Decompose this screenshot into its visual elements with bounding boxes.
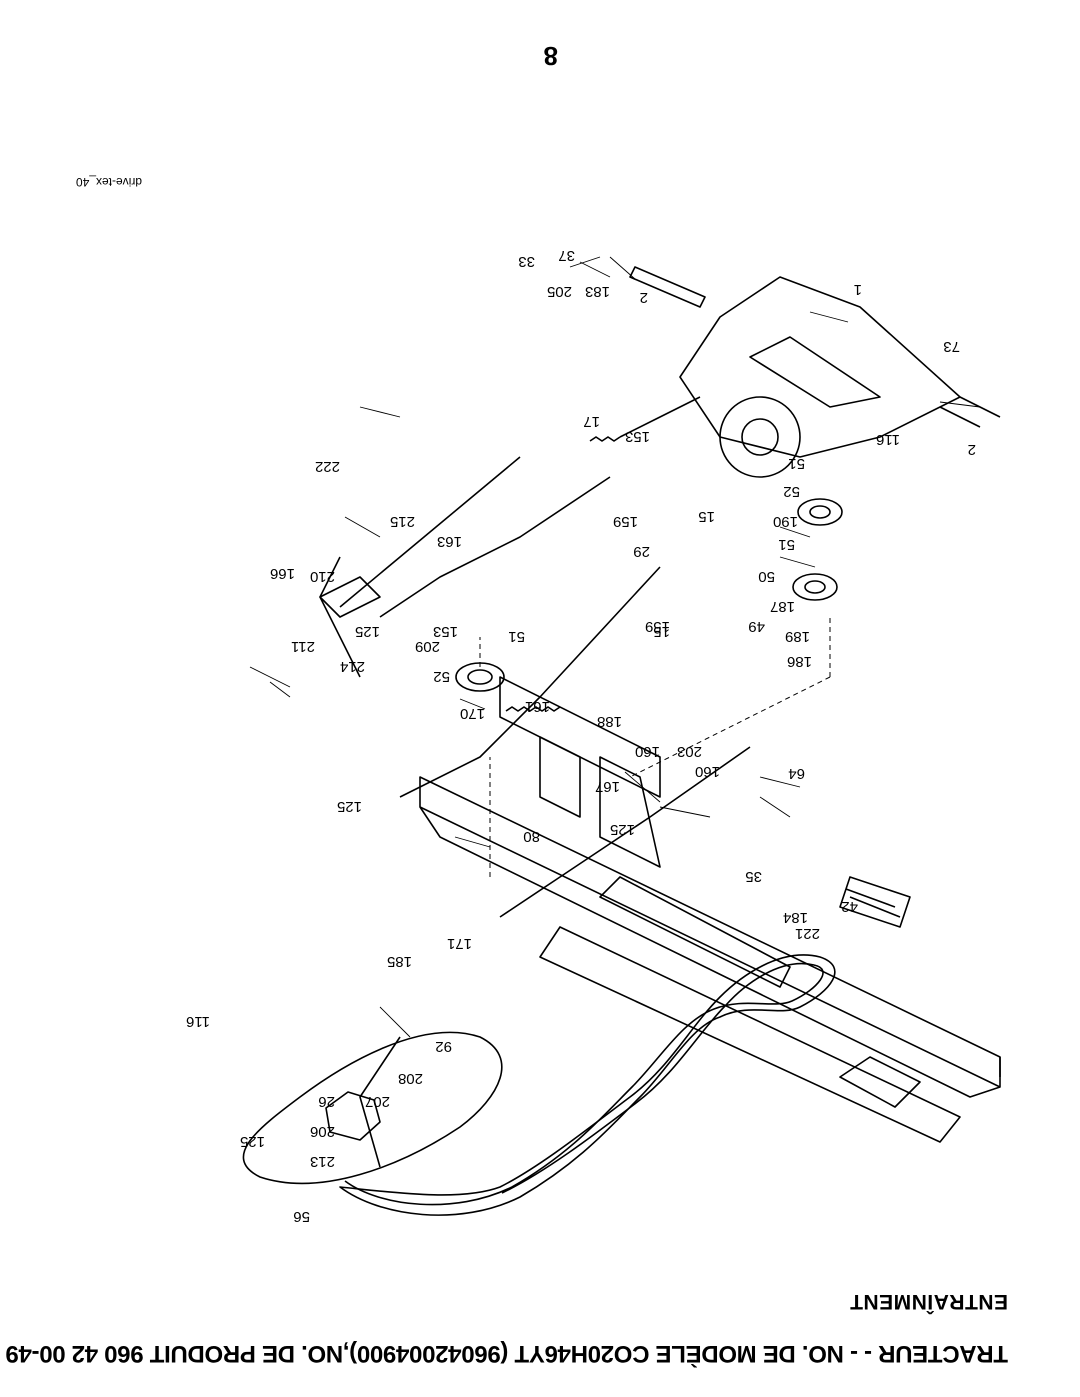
page-number: 8 [543, 41, 558, 71]
callout-label: 26 [318, 1093, 335, 1110]
callout-label: 17 [583, 413, 600, 430]
callout-label: 161 [525, 698, 550, 715]
callout-label: 213 [310, 1153, 335, 1170]
callout-label: 35 [745, 868, 762, 885]
spring [505, 706, 561, 712]
callout-label: 64 [788, 765, 805, 782]
callout-label: 37 [558, 247, 575, 264]
callout-label: 160 [695, 763, 720, 780]
callout-labels: 1 2 2 15 15 17 26 29 33 35 37 42 49 50 5… [186, 247, 976, 1225]
callout-label: 205 [547, 283, 572, 300]
drive-belt [339, 954, 836, 1216]
callout-label: 183 [585, 283, 610, 300]
callout-label: 210 [310, 568, 335, 585]
callout-label: 51 [788, 455, 805, 472]
callout-label: 52 [783, 483, 800, 500]
callout-label: 160 [635, 743, 660, 760]
handle-grip [839, 876, 911, 928]
callout-label: 208 [398, 1070, 423, 1087]
callout-label: 15 [698, 508, 715, 525]
callout-label: 215 [390, 513, 415, 530]
callout-label: 116 [186, 1013, 210, 1030]
transmission-housing [679, 276, 961, 458]
callout-label: 163 [437, 533, 462, 550]
callout-label: 52 [433, 668, 450, 685]
brake-rod [399, 566, 661, 798]
idler-pulley [797, 498, 843, 526]
axle-shaft [629, 266, 706, 308]
callout-label: 42 [841, 898, 858, 915]
callout-label: 1 [854, 281, 862, 298]
callout-label: 153 [625, 428, 650, 445]
callout-label: 49 [748, 618, 765, 635]
callout-label: 92 [435, 1038, 452, 1055]
callout-label: 186 [787, 653, 812, 670]
callout-label: 221 [795, 925, 820, 942]
shift-lever [319, 556, 361, 678]
callout-label: 167 [595, 778, 620, 795]
callout-label: 214 [340, 658, 365, 675]
callout-label: 188 [597, 713, 622, 730]
idler-pulley [455, 662, 505, 692]
callout-label: 125 [610, 821, 635, 838]
callout-label: 203 [677, 743, 702, 760]
callout-label: 125 [355, 623, 380, 640]
callout-label: 2 [640, 289, 648, 306]
callout-label: 159 [645, 618, 670, 635]
figure-id: drive-tex_40 [75, 175, 142, 189]
callout-label: 15 [653, 623, 670, 640]
callout-label: 125 [337, 798, 362, 815]
callout-label: 171 [447, 935, 472, 952]
callout-label: 56 [293, 1208, 310, 1225]
callout-label: 159 [613, 513, 638, 530]
callout-label: 80 [523, 828, 540, 845]
idler-pulley [792, 573, 838, 601]
callout-label: 125 [240, 1133, 265, 1150]
callout-label: 73 [943, 338, 960, 355]
callout-label: 211 [291, 638, 315, 655]
callout-label: 222 [315, 458, 340, 475]
callout-label: 51 [508, 628, 525, 645]
frame-rail [419, 776, 1001, 1088]
callout-label: 2 [968, 441, 976, 458]
callout-label: 153 [433, 623, 458, 640]
callout-label: 166 [270, 565, 295, 582]
callout-label: 187 [770, 598, 795, 615]
callout-label: 190 [773, 513, 798, 530]
callout-label: 116 [876, 431, 900, 448]
callout-label: 184 [783, 909, 808, 926]
callout-label: 189 [785, 628, 810, 645]
callout-label: 207 [365, 1093, 390, 1110]
callout-label: 29 [633, 543, 650, 560]
callout-label: 170 [460, 705, 485, 722]
callout-label: 185 [387, 953, 412, 970]
callout-label: 33 [518, 253, 535, 270]
callout-label: 51 [778, 536, 795, 553]
deck-outline [242, 1031, 503, 1185]
callout-label: 206 [310, 1123, 335, 1140]
callout-label: 50 [758, 568, 775, 585]
callout-label: 209 [415, 638, 440, 655]
